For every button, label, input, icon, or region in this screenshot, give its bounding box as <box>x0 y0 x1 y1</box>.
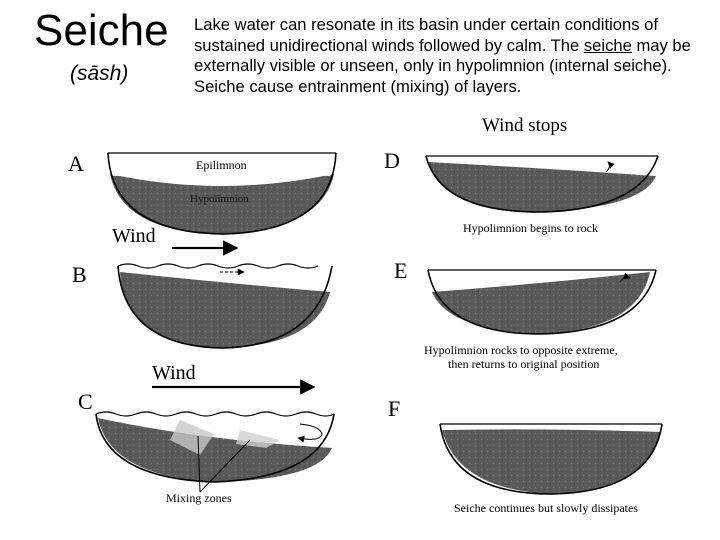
panel-d-caption: Hypolimnion begins to rock <box>463 221 598 235</box>
panel-b-wind-label: Wind <box>112 225 156 247</box>
panel-c-wave-surface <box>95 411 335 417</box>
panel-a-epilimnion-label: Epilimnon <box>196 158 247 172</box>
panel-f-letter: F <box>388 396 400 421</box>
panel-c: Wind C Mixing zones <box>78 362 335 505</box>
panel-e-hypolimnion-layer <box>432 272 650 334</box>
panel-c-caption: Mixing zones <box>166 491 232 505</box>
panel-a-epilimnion-layer <box>108 153 336 176</box>
panel-e-caption-line1: Hypolimnion rocks to opposite extreme, <box>424 343 618 357</box>
panel-f-hypolimnion-layer <box>442 429 660 494</box>
panel-c-pointer-1 <box>197 435 201 493</box>
panel-f: F Seiche continues but slowly dissipates <box>388 396 663 515</box>
panel-e-caption-line2: then returns to original position <box>448 357 599 371</box>
panel-f-basin-outline <box>439 423 663 495</box>
panel-c-basin-outline <box>95 413 335 483</box>
panel-d-basin-outline <box>425 155 659 213</box>
panel-a-hypolimnion-label: Hypolimnion <box>190 193 249 205</box>
page-title: Seiche <box>34 6 169 55</box>
panel-c-letter: C <box>78 389 93 414</box>
panel-a-hypolimnion-layer <box>110 174 334 234</box>
panel-b-hypolimnion-layer <box>120 272 330 348</box>
panel-a-letter: A <box>68 151 84 176</box>
panel-a: A Epilimnon Hypolimnion <box>68 151 337 235</box>
description-part1: Lake water can resonate in its basin und… <box>194 15 658 55</box>
panel-c-wind-label: Wind <box>152 362 196 384</box>
panel-b-wave-surface <box>117 263 319 269</box>
panel-c-pointer-2 <box>199 439 251 493</box>
pronunciation: (sāsh) <box>70 62 129 85</box>
panel-d-rock-arrow <box>605 161 615 173</box>
panel-c-circulation-arrow <box>297 423 323 443</box>
panel-d: Wind stops D Hypolimnion begins to rock <box>384 115 659 235</box>
panel-b-basin-outline <box>117 265 333 349</box>
panel-b-letter: B <box>72 262 87 287</box>
description-part2: may be externally visible or unseen, onl… <box>194 35 691 96</box>
panel-a-basin-outline <box>107 152 337 235</box>
panel-c-hypolimnion-layer <box>98 418 332 482</box>
panel-b: Wind B <box>72 225 333 349</box>
panel-f-caption: Seiche continues but slowly dissipates <box>454 501 638 515</box>
description-text: Lake water can resonate in its basin und… <box>194 15 714 97</box>
panel-e-basin-outline <box>427 269 657 335</box>
panel-d-letter: D <box>384 148 400 173</box>
panel-d-header: Wind stops <box>482 115 567 136</box>
panel-e-rock-arrow <box>619 272 631 283</box>
panel-d-hypolimnion-layer <box>428 162 656 212</box>
description-underlined-term: seiche <box>583 35 632 55</box>
panel-e: E Hypolimnion rocks to opposite extreme,… <box>394 258 657 371</box>
panel-c-mixing-zone-1 <box>170 420 214 455</box>
panel-e-letter: E <box>394 258 407 283</box>
